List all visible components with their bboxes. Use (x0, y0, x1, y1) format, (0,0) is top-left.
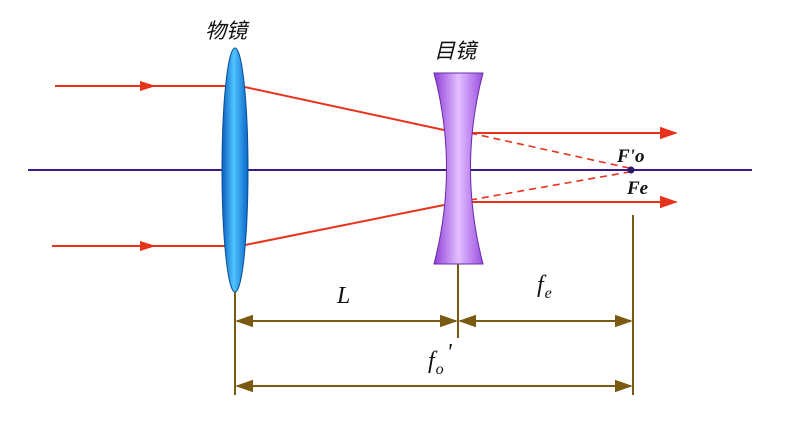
objective-label: 物镜 (205, 19, 250, 43)
focus-objective-label: F'o (616, 146, 644, 167)
focal-point (627, 166, 635, 174)
incoming-ray-bottom-arrow (140, 241, 156, 251)
converging-ray-top (239, 85, 445, 131)
eyepiece-label: 目镜 (434, 39, 479, 63)
objective-lens (221, 47, 249, 293)
dimension-fo-label: fo' (428, 340, 453, 378)
virtual-ray-bottom (469, 171, 630, 201)
virtual-ray-top (469, 132, 630, 169)
dimension-fe-sub: e (545, 285, 552, 302)
dimension-L-label: L (336, 283, 350, 309)
eyepiece-lens (433, 72, 484, 265)
dimension-fo-sub: o (436, 361, 444, 378)
dimension-fo-prime: ' (447, 340, 453, 366)
converging-ray-bottom (239, 204, 445, 247)
focus-eyepiece-label: Fe (626, 178, 649, 199)
dimension-fe-main: f (537, 272, 547, 298)
incoming-ray-top-arrow (140, 81, 156, 91)
dimension-fo-main: f (428, 348, 438, 374)
dimension-fe-label: fe (537, 272, 552, 302)
